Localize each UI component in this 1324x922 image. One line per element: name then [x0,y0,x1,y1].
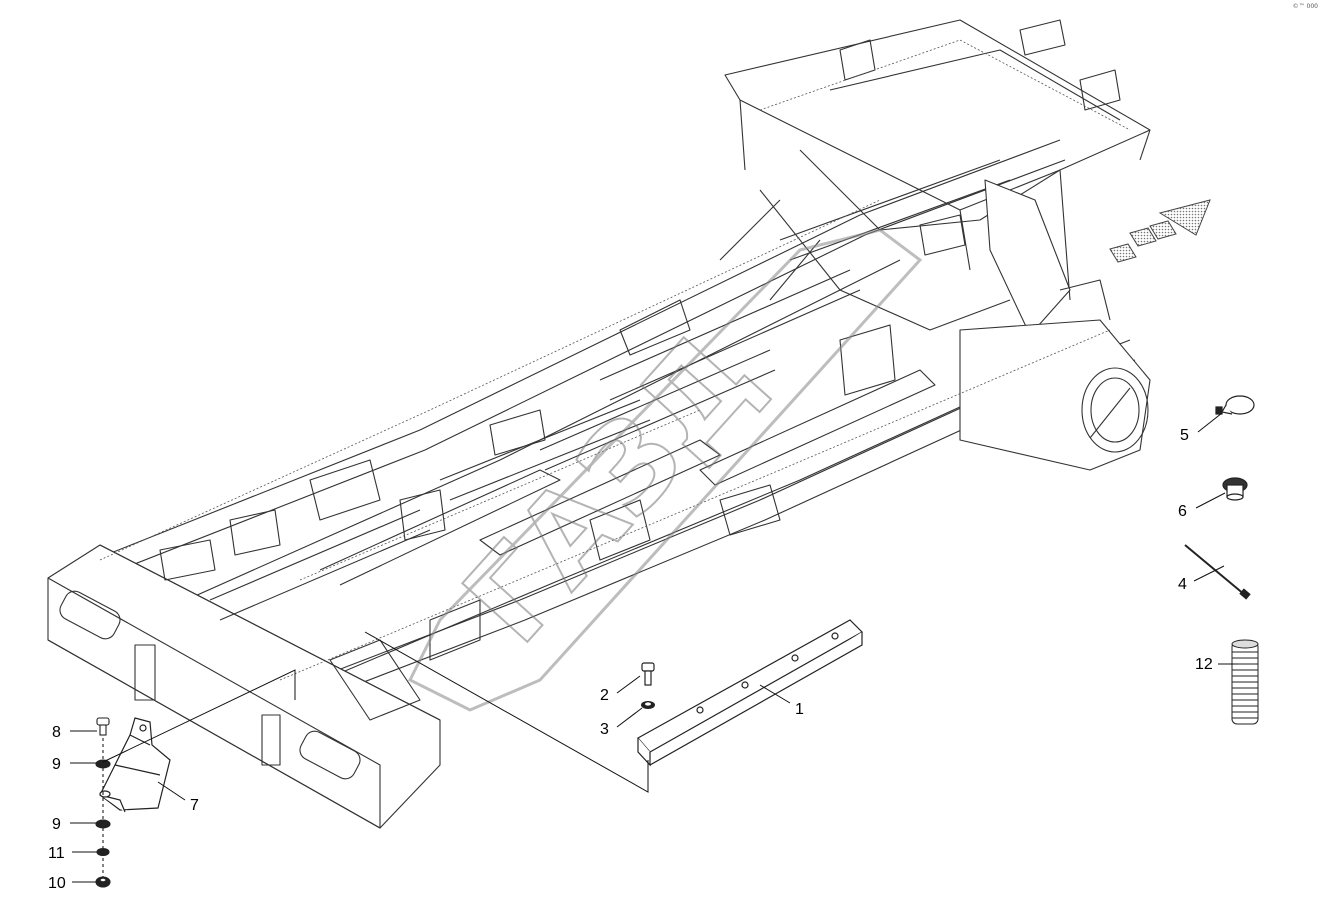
callout-12: 12 [1195,656,1213,673]
part-10-nut [95,876,111,888]
corner-code: ©™ 000 [1292,3,1318,10]
part-3-washer [641,701,655,709]
frame-dashed-details [99,39,1131,681]
callout-3: 3 [600,721,609,738]
part-7-bracket [99,717,171,813]
callout-6: 6 [1178,503,1187,520]
part-9-washer-lower [95,819,111,829]
part-12-corrugated-tube [1231,639,1259,725]
part-5-clamp [1215,395,1255,415]
part-11-lock-washer [96,847,110,857]
part-6-cap [1222,477,1248,501]
callout-10: 10 [48,875,66,892]
callout-labels: 5 6 4 12 1 2 3 7 8 9 9 11 10 [48,427,1213,892]
leader-lines [70,412,1238,883]
part-2-bolt [641,662,655,686]
watermark-text: ГАЗД [438,308,783,670]
callout-5: 5 [1180,427,1189,444]
callout-11: 11 [48,845,65,862]
part-4-cable-tie [1184,544,1251,600]
callout-4: 4 [1178,576,1187,593]
part-1-rail-strip [637,619,863,767]
chassis-frame [47,19,1151,829]
callout-7: 7 [190,797,199,814]
callout-2: 2 [600,687,609,704]
fastener-stack [95,717,111,888]
callout-8: 8 [52,724,61,741]
part-8-bolt [96,717,110,736]
callout-1: 1 [795,701,804,718]
callout-9-lower: 9 [52,816,61,833]
direction-arrow-icon [1109,199,1211,263]
callout-9-upper: 9 [52,756,61,773]
part-9-washer-upper [95,759,111,769]
